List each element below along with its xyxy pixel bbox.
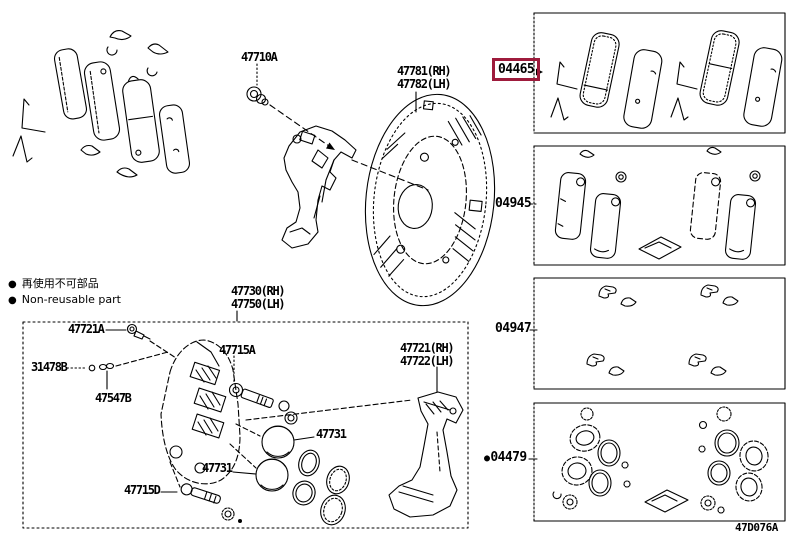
label-caliper-assy-lh[interactable]: 47750(LH)	[231, 297, 286, 311]
caliper-bracket-drawing	[281, 125, 357, 249]
dust-cover-drawing	[364, 91, 496, 307]
label-piston-b[interactable]: 47731	[202, 461, 233, 475]
non-reusable-bullet-icon: ●	[8, 295, 17, 306]
figure-code: 47D076A	[735, 521, 778, 534]
mount-bolt-drawing	[246, 63, 429, 191]
caliper-assembly-drawing	[66, 323, 464, 526]
label-dust-cover-rh[interactable]: 47781(RH)	[397, 64, 452, 78]
label-dust-cover-lh[interactable]: 47782(LH)	[397, 77, 452, 91]
legend-text-en: Non-reusable part	[21, 293, 121, 306]
label-dust-cover[interactable]: 47781(RH) 47782(LH)	[397, 64, 452, 91]
kit-box-fitting-kit	[529, 277, 786, 390]
label-pad-kit-highlighted[interactable]: 04465	[492, 58, 541, 81]
label-fitting[interactable]: 47547B	[95, 391, 132, 405]
label-caliper-assy[interactable]: 47730(RH) 47750(LH)	[231, 284, 286, 311]
legend-text-jp: 再使用不可部品	[21, 277, 99, 290]
label-mounting-rh[interactable]: 47721(RH)	[400, 341, 455, 355]
kit-box-cylinder-kit	[528, 402, 786, 522]
non-reusable-bullet-icon: ●	[8, 279, 17, 290]
label-slide-bolt[interactable]: 47715D	[124, 483, 161, 497]
label-cylinder-kit-id[interactable]: 04479	[490, 450, 527, 465]
legend: ● 再使用不可部品 ● Non-reusable part	[8, 276, 121, 308]
non-reusable-bullet-icon: ●	[484, 453, 490, 464]
label-piston-a[interactable]: 47731	[316, 427, 347, 441]
label-cylinder-kit[interactable]: ●04479	[484, 451, 527, 466]
label-mounting[interactable]: 47721(RH) 47722(LH)	[400, 341, 455, 368]
label-bleeder-cap[interactable]: 31478B	[31, 360, 68, 374]
legend-row-en: ● Non-reusable part	[8, 292, 121, 308]
label-bleeder-plug[interactable]: 47721A	[68, 322, 105, 336]
kit-box-pad-kit	[533, 12, 786, 134]
label-caliper-assy-rh[interactable]: 47730(RH)	[231, 284, 286, 298]
label-slide-pin[interactable]: 47715A	[219, 343, 256, 357]
label-fitting-kit[interactable]: 04947	[495, 321, 532, 336]
kit-box-shim-kit	[530, 145, 786, 266]
legend-row-jp: ● 再使用不可部品	[8, 276, 121, 292]
caliper-assembly-box	[22, 310, 469, 529]
label-shim-kit[interactable]: 04945	[495, 196, 532, 211]
pad-set-drawing	[12, 30, 191, 178]
label-mounting-lh[interactable]: 47722(LH)	[400, 354, 455, 368]
label-mount-bolt[interactable]: 47710A	[241, 50, 278, 64]
